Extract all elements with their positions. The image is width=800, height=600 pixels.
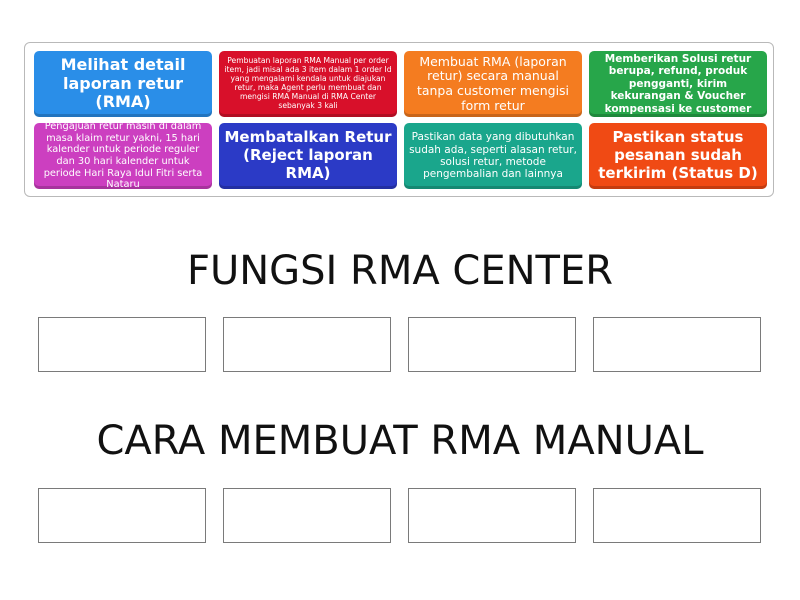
tile-label: Membatalkan Retur (Reject laporan RMA)	[224, 128, 392, 182]
answer-tile[interactable]: Pastikan data yang dibutuhkan sudah ada,…	[404, 123, 582, 189]
drop-slot[interactable]	[593, 488, 761, 543]
drop-slot[interactable]	[38, 488, 206, 543]
tile-label: Membuat RMA (laporan retur) secara manua…	[416, 53, 570, 113]
drop-slot[interactable]	[223, 317, 391, 372]
tile-label: Pembuatan laporan RMA Manual per order i…	[224, 56, 392, 110]
answer-tile[interactable]: Memberikan Solusi retur berupa, refund, …	[589, 51, 767, 117]
drop-slot[interactable]	[408, 317, 576, 372]
answer-tile[interactable]: Membatalkan Retur (Reject laporan RMA)	[219, 123, 397, 189]
tile-label: Pastikan data yang dibutuhkan sudah ada,…	[409, 131, 577, 181]
answer-tile[interactable]: Membuat RMA (laporan retur) secara manua…	[404, 51, 582, 117]
tile-label: Memberikan Solusi retur berupa, refund, …	[604, 53, 752, 115]
tile-label: Pastikan status pesanan sudah terkirim (…	[598, 128, 758, 182]
group-heading: FUNGSI RMA CENTER	[186, 248, 614, 294]
drop-slot[interactable]	[408, 488, 576, 543]
answer-tile[interactable]: Pengajuan retur masih di dalam masa klai…	[34, 121, 212, 191]
tile-label: Melihat detail laporan retur (RMA)	[60, 54, 186, 112]
answer-tile[interactable]: Pembuatan laporan RMA Manual per order i…	[219, 51, 397, 117]
group-heading: CARA MEMBUAT RMA MANUAL	[96, 418, 704, 464]
tile-label: Pengajuan retur masih di dalam masa klai…	[43, 121, 203, 191]
drop-slot[interactable]	[593, 317, 761, 372]
answer-tile-bank: Melihat detail laporan retur (RMA) Pembu…	[24, 42, 774, 197]
answer-tile[interactable]: Melihat detail laporan retur (RMA)	[34, 51, 212, 117]
drop-slot[interactable]	[223, 488, 391, 543]
drop-slot[interactable]	[38, 317, 206, 372]
answer-tile[interactable]: Pastikan status pesanan sudah terkirim (…	[589, 123, 767, 189]
